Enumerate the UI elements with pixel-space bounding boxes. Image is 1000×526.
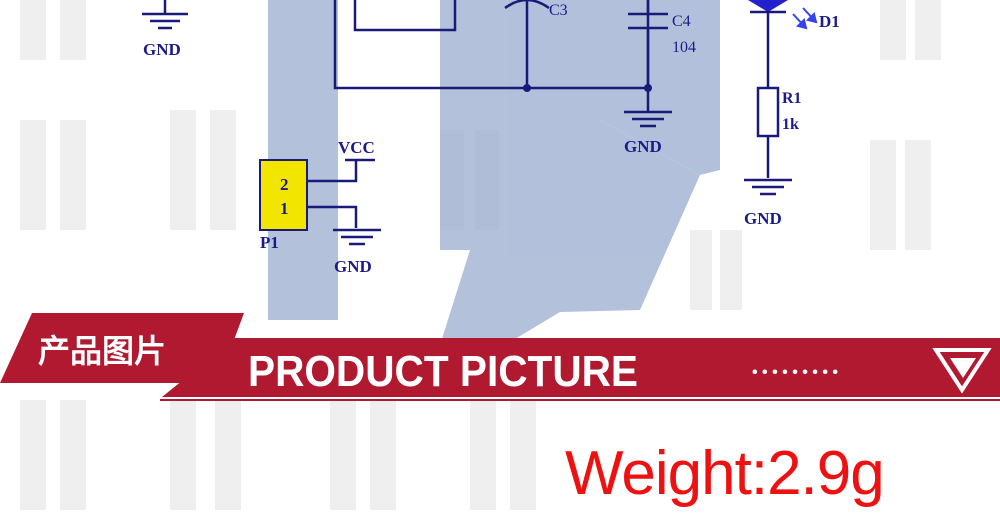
- triangle-down-icon: [932, 348, 992, 394]
- gnd-label-2: GND: [624, 137, 662, 156]
- ground-icons: [142, 12, 792, 246]
- pin-2-label: 2: [280, 175, 289, 194]
- wires: [163, 0, 780, 228]
- c3-label: C3: [549, 2, 568, 19]
- banner-long-bar: [162, 338, 1000, 397]
- gnd-symbol-1: [142, 12, 188, 30]
- banner-en-title: PRODUCT PICTURE: [248, 347, 638, 396]
- gnd-label-4: GND: [334, 257, 372, 276]
- vcc-label: VCC: [338, 138, 375, 157]
- weight-label: Weight:2.9g: [565, 439, 885, 508]
- banner-cn-title: 产品图片: [38, 333, 166, 369]
- r1-value: 1k: [782, 116, 799, 133]
- connector-p1: [259, 159, 308, 231]
- gnd-label-1: GND: [143, 40, 181, 59]
- gnd-symbol-4: [333, 228, 381, 246]
- d1-label: D1: [819, 12, 840, 31]
- c4-label: C4: [672, 13, 691, 30]
- banner-tag: [0, 313, 244, 383]
- junction-dots: [523, 84, 652, 92]
- gnd-label-3: GND: [744, 209, 782, 228]
- gnd-symbol-2: [624, 110, 672, 128]
- r1-label: R1: [782, 90, 802, 107]
- product-picture-banner: 产品图片 PRODUCT PICTURE • • • • • • • • •: [0, 313, 1000, 401]
- pin-1-label: 1: [280, 199, 289, 218]
- banner-dots: • • • • • • • • •: [752, 364, 838, 381]
- c4-value: 104: [672, 39, 696, 56]
- p1-label: P1: [260, 233, 279, 252]
- led-icon: [748, 0, 818, 30]
- gnd-symbol-3: [744, 178, 792, 196]
